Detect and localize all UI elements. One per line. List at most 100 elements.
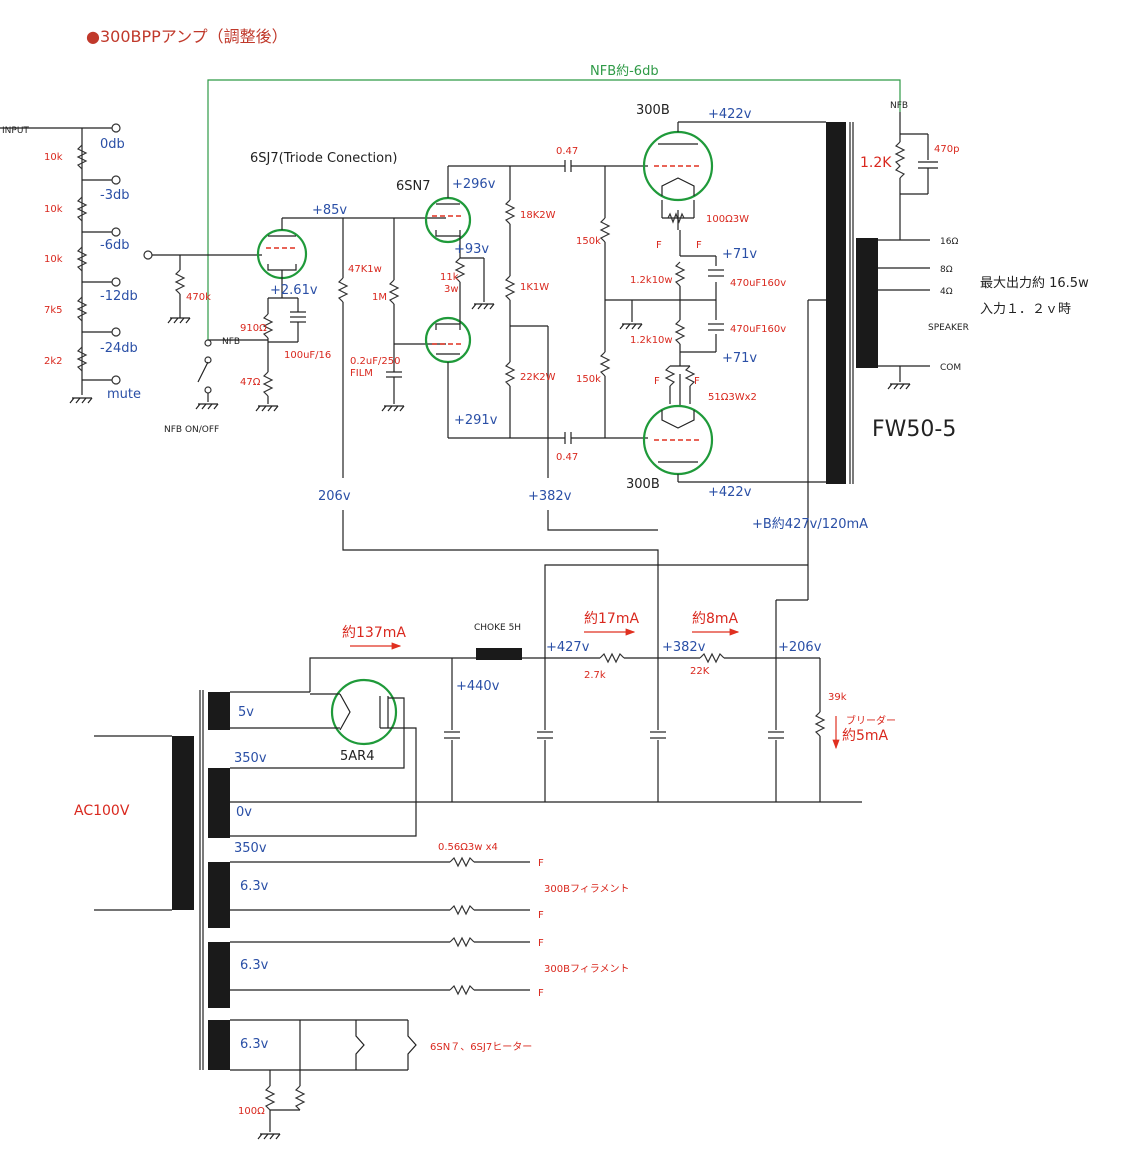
input-attenuator: INPUT 10k 10k 10k 7k5 2k2 0db -3db -	[0, 123, 262, 404]
current-8: 約8mA	[692, 611, 739, 627]
nfb-loop-label: NFB約-6db	[590, 64, 659, 79]
page-title: ●300BPPアンプ（調整後）	[86, 27, 288, 46]
hum-r-bot: 51Ω3Wx2	[708, 392, 757, 403]
tap-16: 16Ω	[940, 237, 958, 247]
step-minus12db[interactable]: -12db	[100, 289, 138, 304]
fil-f3: F	[538, 938, 544, 949]
tap-4: 4Ω	[940, 287, 953, 297]
cathode-bot-v: +71v	[722, 351, 757, 366]
step-mute[interactable]: mute	[107, 387, 141, 402]
6sn7-rk-w: 3w	[444, 284, 459, 295]
input-res-5: 2k2	[44, 356, 63, 367]
input-res-1: 10k	[44, 152, 63, 163]
bleeder-current: 約5mA	[842, 728, 889, 744]
ck-top: 470uF160v	[730, 278, 786, 289]
v427: +427v	[546, 640, 590, 655]
6sn7-label: 6SN7	[396, 179, 431, 194]
5ar4-tube	[330, 678, 398, 746]
filament-300b-2: 300Bフィラメント	[544, 963, 629, 975]
300b-top-plate-v: +422v	[708, 107, 752, 122]
hum-r-top: 100Ω3W	[706, 214, 749, 225]
input-label: INPUT	[2, 126, 29, 136]
ck-bot: 470uF160v	[730, 324, 786, 335]
rk-bot: 1.2k10w	[630, 335, 673, 346]
r-grid-top: 150k	[576, 236, 601, 247]
ac100v-label: AC100V	[74, 803, 130, 819]
r-22k: 22K	[690, 666, 710, 677]
speaker-label: SPEAKER	[928, 323, 969, 333]
c-top-label: 0.47	[556, 146, 578, 157]
fil-f1: F	[538, 858, 544, 869]
max-power: 最大出力約 16.5w	[980, 276, 1089, 291]
6sn7-supply-v: +382v	[528, 489, 572, 504]
nfb-cap: 470p	[934, 144, 959, 155]
choke-label: CHOKE 5H	[474, 623, 521, 633]
f-bot-left: F	[654, 376, 660, 387]
supply-wiring	[342, 510, 809, 658]
nfb-switch[interactable]: NFB NFB ON/OFF	[164, 337, 268, 435]
6sj7-plate-voltage: +85v	[312, 203, 347, 218]
step-minus24db[interactable]: -24db	[100, 341, 138, 356]
current-17: 約17mA	[584, 611, 639, 627]
nfb-loop: NFB約-6db	[207, 64, 901, 340]
stage1-6sj7: 6SJ7(Triode Conection) +85v +2.61v 910Ω …	[240, 151, 446, 504]
300b-bot-label: 300B	[626, 477, 660, 492]
6sn7-r-top: 18K2W	[520, 210, 556, 221]
f-top-right: F	[696, 240, 702, 251]
r-grid-bot: 150k	[576, 374, 601, 385]
nfb-tap-label: NFB	[890, 101, 908, 111]
300b-bot-plate-v: +422v	[708, 485, 752, 500]
grid-resistor-label: 470k	[186, 292, 211, 303]
f-bot-right: F	[694, 376, 700, 387]
6sj7-label: 6SJ7(Triode Conection)	[250, 151, 397, 166]
v382: +382v	[662, 640, 706, 655]
c-bot-label: 0.47	[556, 452, 578, 463]
winding-5v: 5v	[238, 705, 254, 720]
input-res-3: 10k	[44, 254, 63, 265]
tap-8: 8Ω	[940, 265, 953, 275]
6sj7-coupling-film: FILM	[350, 368, 373, 379]
winding-350v-b: 350v	[234, 841, 267, 856]
fil-f2: F	[538, 910, 544, 921]
6sj7-rg: 1M	[372, 292, 387, 303]
hum-r-label: 100Ω	[238, 1106, 265, 1117]
r-bleeder: 39k	[828, 692, 847, 703]
nfb-switch-caption: NFB ON/OFF	[164, 425, 219, 435]
output-stage: 0.47 0.47 150k 150k 300B +422v 100Ω3W F …	[556, 103, 826, 500]
fil-f4: F	[538, 988, 544, 999]
winding-63-c: 6.3v	[240, 1037, 269, 1052]
power-supply: CHOKE 5H 約137mA 約17mA 約8mA +440v +427v +…	[74, 611, 896, 1140]
6sj7-cathode-voltage: +2.61v	[270, 283, 318, 298]
6sn7-r-bot: 22K2W	[520, 372, 556, 383]
ot-name: FW50-5	[872, 417, 956, 442]
stage2-6sn7: 6SN7 +296v +93v 11k 3w +291v	[396, 165, 572, 504]
choke	[476, 648, 522, 660]
6sj7-ck: 100uF/16	[284, 350, 331, 361]
6sn7-cathode-v: +93v	[454, 242, 489, 257]
f-top-left: F	[656, 240, 662, 251]
nfb-resistor: 1.2K	[860, 155, 892, 171]
6sj7-supply-voltage: 206v	[318, 489, 351, 504]
v440: +440v	[456, 679, 500, 694]
6sj7-rp: 47K1w	[348, 264, 382, 275]
step-0db[interactable]: 0db	[100, 137, 125, 152]
step-minus6db[interactable]: -6db	[100, 238, 129, 253]
step-minus3db[interactable]: -3db	[100, 188, 129, 203]
300b-top-label: 300B	[636, 103, 670, 118]
filament-300b-1: 300Bフィラメント	[544, 883, 629, 895]
cathode-top-v: +71v	[722, 247, 757, 262]
6sn7-top-plate-v: +296v	[452, 177, 496, 192]
winding-63-a: 6.3v	[240, 879, 269, 894]
winding-63-b: 6.3v	[240, 958, 269, 973]
6sn7-r-mid: 1K1W	[520, 282, 549, 293]
current-137: 約137mA	[342, 625, 406, 641]
6sj7-coupling-cap: 0.2uF/250	[350, 356, 400, 367]
6sn7-bot-plate-v: +291v	[454, 413, 498, 428]
output-transformer: NFB 1.2K 470p 16Ω 8Ω 4Ω COM SPEAKER 最大出力…	[752, 101, 1089, 565]
bleeder-label: ブリーダー	[846, 714, 896, 727]
input-res-4: 7k5	[44, 305, 63, 316]
rk-top: 1.2k10w	[630, 275, 673, 286]
b-plus-label: +B約427v/120mA	[752, 517, 868, 532]
5ar4-label: 5AR4	[340, 749, 374, 764]
filament-r-label: 0.56Ω3w x4	[438, 842, 498, 853]
